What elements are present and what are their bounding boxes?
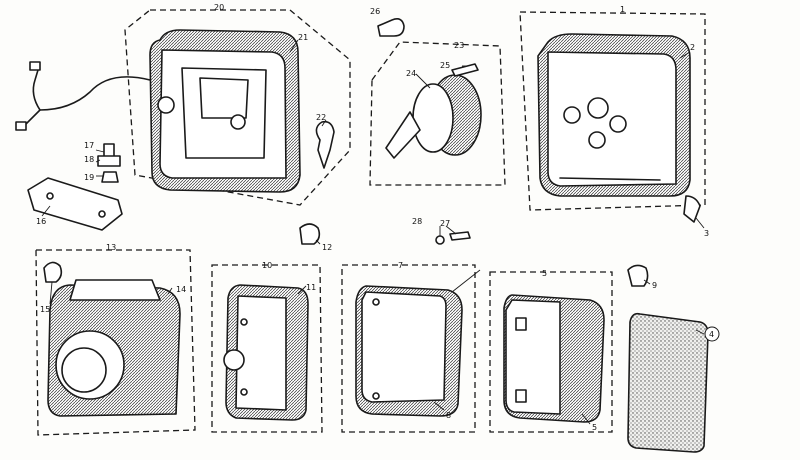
- callout-22: 22: [316, 113, 326, 122]
- bulb-9: [627, 264, 649, 287]
- screw-27: [449, 231, 471, 241]
- group-1-boundary: [519, 11, 706, 211]
- callout-15: 15: [40, 305, 50, 314]
- callout-26: 26: [370, 7, 380, 16]
- callout-4: 4: [709, 330, 714, 339]
- lamp-slot: [559, 177, 661, 181]
- group-20-boundary: [124, 9, 351, 206]
- bracket-hole-a: [46, 192, 54, 200]
- callout-1: 1: [620, 5, 625, 14]
- lamp-6-stud-a: [515, 317, 527, 331]
- callout-19: 19: [84, 173, 94, 182]
- wire-connector-2: [15, 121, 27, 131]
- housing-window: [199, 77, 249, 119]
- callout-5-top: 5: [542, 269, 547, 278]
- washer-18: [97, 155, 121, 167]
- wire-lead: [21, 76, 151, 129]
- callout-16: 16: [36, 217, 46, 226]
- lamp-8-screw-b: [372, 392, 380, 400]
- group-10-boundary: [211, 264, 323, 433]
- callout-labels: 20 21 22 17 18 19 16 26 23 25 24 1 2 3 1…: [36, 3, 720, 432]
- group-7-marker-lamp: [341, 264, 476, 433]
- group-7-boundary: [341, 264, 476, 433]
- callout-14: 14: [176, 285, 186, 294]
- bulb-15: [43, 261, 63, 283]
- lamp-24-base: [412, 83, 454, 153]
- wire-connector: [29, 61, 41, 71]
- lamp-8-face: [361, 291, 447, 403]
- lamp-11-face: [235, 295, 287, 411]
- mount-hole-left: [157, 96, 175, 114]
- lamp-11-knob: [223, 349, 245, 371]
- callout-9: 9: [652, 281, 657, 290]
- callout-24: 24: [406, 69, 416, 78]
- lamp-6-stud-b: [515, 389, 527, 403]
- lamp-socket-d: [588, 131, 606, 149]
- group-13-round-lamp: [35, 249, 196, 436]
- callout-7: 7: [398, 261, 403, 270]
- group-23-lamp-unit: [369, 41, 506, 186]
- bulb-3: [683, 195, 701, 223]
- group-13-boundary: [35, 249, 196, 436]
- callout-21: 21: [298, 33, 308, 42]
- callout-11: 11: [306, 283, 316, 292]
- callout-8: 8: [446, 411, 451, 420]
- lamp-8-screw-a: [372, 298, 380, 306]
- callout-4-ring: [704, 326, 720, 342]
- bracket-hole-b: [98, 210, 106, 218]
- lamp-socket: [385, 111, 421, 159]
- group-10-side-lamp: [211, 264, 323, 433]
- group-1-tail-lamp: [519, 11, 706, 223]
- reflector-4: [627, 312, 709, 453]
- leader-lines: [41, 39, 705, 425]
- callout-23: 23: [454, 41, 464, 50]
- lamp-11-hole-a: [240, 318, 248, 326]
- callout-18: 18: [84, 155, 94, 164]
- nut-19: [101, 171, 119, 183]
- callout-2: 2: [690, 43, 695, 52]
- callout-20: 20: [214, 3, 224, 12]
- lamp-6-face: [505, 299, 561, 415]
- callout-17: 17: [84, 141, 94, 150]
- housing-21-face: [159, 49, 287, 179]
- lamp-socket-c: [609, 115, 627, 133]
- group-20-lamp-housing: [15, 9, 351, 231]
- callout-28: 28: [412, 217, 422, 226]
- bulb-22: [315, 120, 335, 169]
- group-5-boundary: [489, 271, 613, 433]
- callout-13: 13: [106, 243, 116, 252]
- housing-inner-recess: [181, 67, 267, 159]
- lamp-socket-b: [587, 97, 609, 119]
- wire-lead-2: [32, 69, 41, 111]
- bulb-12: [299, 223, 321, 245]
- callout-10: 10: [262, 261, 272, 270]
- mount-hole-right: [230, 114, 246, 130]
- bulb-26: [377, 18, 405, 37]
- washer-28: [435, 235, 445, 245]
- callout-27: 27: [440, 219, 450, 228]
- lamp-14-top: [69, 279, 161, 301]
- group-5-clearance-lamp: [489, 271, 613, 433]
- callout-3: 3: [704, 229, 709, 238]
- lamp-11-hole-b: [240, 388, 248, 396]
- callout-12: 12: [322, 243, 332, 252]
- lamp-socket-a: [563, 106, 581, 124]
- lamp-14-lens-inner: [61, 347, 107, 393]
- callout-5-bottom: 5: [592, 423, 597, 432]
- bracket-16: [27, 177, 123, 231]
- callout-25: 25: [440, 61, 450, 70]
